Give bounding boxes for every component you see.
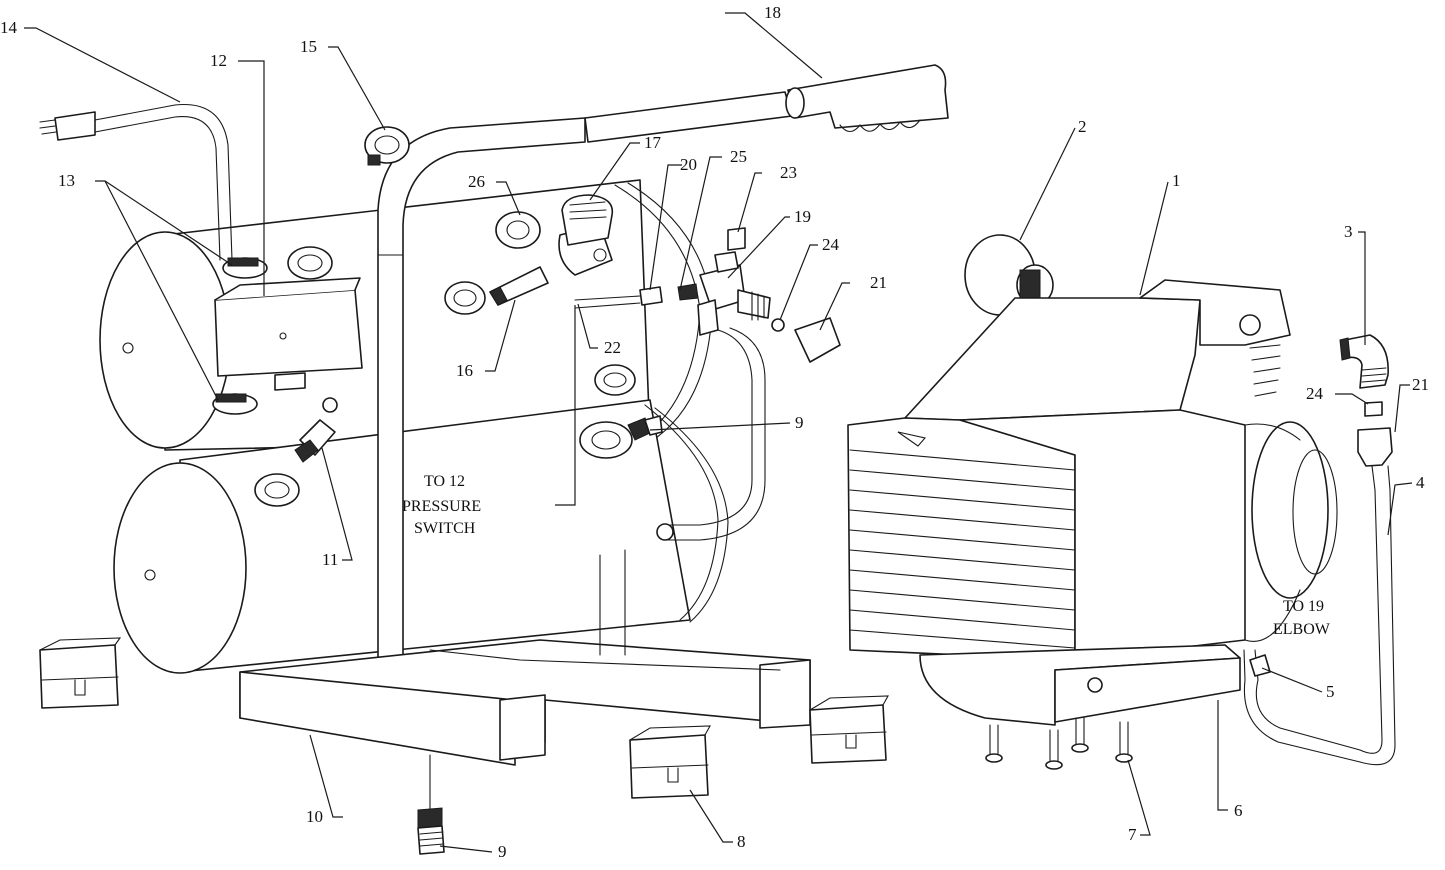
elbow-fitting [1339,334,1389,389]
fitting-23 [727,227,746,251]
callout-9-bottom: 9 [498,842,507,861]
callout-10: 10 [306,807,323,826]
callout-3: 3 [1344,222,1353,241]
callout-11: 11 [322,550,338,569]
grommet-tank-lower [254,473,300,507]
callout-9-tank: 9 [795,413,804,432]
callout-14: 14 [0,18,18,37]
callout-2: 2 [1078,117,1087,136]
safety-valve [294,397,338,463]
pump-mounting-bracket [919,644,1241,726]
callout-15: 15 [300,37,317,56]
lower-air-tank [113,399,729,674]
callout-24-upper: 24 [822,235,840,254]
discharge-tube [656,327,766,541]
check-valve-tee [697,251,771,336]
drain-valve-bottom [417,807,445,855]
callout-6: 6 [1234,801,1243,820]
callout-1: 1 [1172,171,1181,190]
cooling-fins [849,449,1076,649]
air-filter [964,234,1054,316]
drain-cock-tank [579,415,663,459]
callout-18: 18 [764,3,781,22]
callout-numbers: 1 2 3 4 5 6 7 8 9 9 10 11 12 13 14 15 16… [0,3,1429,861]
callout-8: 8 [737,832,746,851]
callout-13: 13 [58,171,75,190]
note-to-pressure-switch: TO 12 PRESSURE SWITCH [402,473,481,537]
note-to-elbow: TO 19 ELBOW [1273,598,1331,638]
base-frame [239,549,811,766]
motor-pump-assembly [847,279,1338,661]
rubber-foot-right [809,695,889,764]
callout-21-lower: 21 [1412,375,1429,394]
callout-12: 12 [210,51,227,70]
pipe-22 [574,295,641,309]
compression-nut-upper [771,317,841,363]
discharge-line [1243,465,1396,766]
compression-nut-lower [1357,427,1393,467]
note-pressure-switch-line-2: PRESSURE [402,498,481,515]
note-pressure-switch-line-1: TO 12 [424,473,465,490]
ferrule [1364,401,1383,417]
note-elbow-line-1: TO 19 [1283,598,1324,615]
rubber-foot-left [39,637,122,709]
callout-17: 17 [644,133,662,152]
grommet-tank-left [287,246,333,280]
handle-grip [785,64,949,133]
handle-frame [377,91,793,681]
callout-22: 22 [604,338,621,357]
cord-strain-relief-lower [212,393,258,415]
pressure-regulator [558,194,614,276]
fitting-20-25 [639,283,699,306]
callout-19: 19 [794,207,811,226]
gauge-nipple [489,266,549,306]
gauge-grommet-left [444,281,486,315]
callout-25: 25 [730,147,747,166]
callout-26: 26 [468,172,485,191]
mounting-bolts [985,717,1133,770]
leader-lines [24,12,1413,853]
callout-7: 7 [1128,825,1137,844]
callout-5: 5 [1326,682,1335,701]
grommet-upper-frame [364,126,410,166]
rubber-foot-center [629,725,711,799]
note-pressure-switch-line-3: SWITCH [414,520,476,537]
callout-23: 23 [780,163,797,182]
callout-20: 20 [680,155,697,174]
note-elbow-line-2: ELBOW [1273,621,1331,638]
power-cord [39,103,233,261]
gauge-grommet-upper [495,211,541,249]
cord-strain-relief-upper [222,257,268,279]
callout-16: 16 [456,361,473,380]
callout-4: 4 [1416,473,1425,492]
pressure-switch [214,277,363,391]
callout-24-lower: 24 [1306,384,1324,403]
grommet-tank-mid [594,364,636,396]
callout-21-upper: 21 [870,273,887,292]
